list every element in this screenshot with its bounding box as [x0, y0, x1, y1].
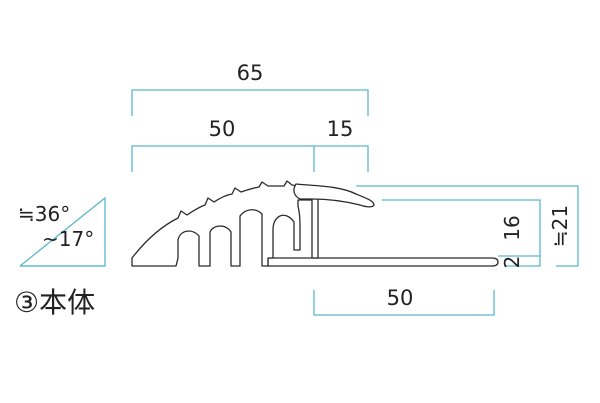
- dim-base-bracket: [313, 290, 495, 316]
- dim-total-width: 65: [131, 61, 369, 116]
- dim-total-label: 65: [237, 61, 264, 85]
- angle-top-label: ≒36°: [18, 202, 70, 226]
- dim-base-width: 50: [313, 286, 495, 316]
- dim-slope-lip: 50 15: [131, 117, 369, 172]
- ramp-body: [131, 180, 313, 267]
- dim-height-total-bracket: [356, 185, 579, 267]
- base-flange: [267, 257, 499, 267]
- dim-heights: 16 2 ≒21: [356, 185, 579, 269]
- dim-height-main-label: 16: [500, 215, 524, 240]
- dim-slope-label: 50: [209, 117, 236, 141]
- dim-slope-lip-bracket: [131, 145, 369, 172]
- dim-height-low-label: 2: [500, 256, 524, 269]
- dim-total-bracket: [131, 89, 369, 116]
- dim-base-label: 50: [387, 286, 414, 310]
- part-name-label: ③本体: [14, 286, 95, 319]
- dim-lip-label: 15: [327, 117, 354, 141]
- top-lip: [293, 183, 375, 208]
- dim-height-main-bracket: [382, 199, 541, 267]
- dim-height-total-label: ≒21: [548, 205, 572, 247]
- angle-indicator: ≒36° ~17°: [18, 196, 106, 267]
- angle-bottom-label: ~17°: [42, 227, 94, 251]
- part-profile: [131, 180, 499, 267]
- stem-wall: [311, 197, 319, 259]
